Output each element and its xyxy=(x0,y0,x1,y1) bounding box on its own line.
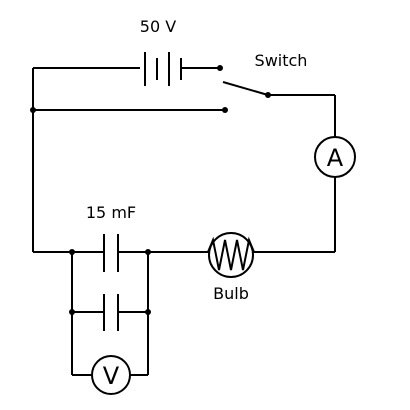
capacitance-label: 15 mF xyxy=(86,203,136,222)
bulb-circle xyxy=(208,232,254,278)
switch-lever xyxy=(222,81,269,96)
parallel-capacitor xyxy=(69,252,151,375)
junction-cap2-left xyxy=(69,309,75,315)
battery-voltage-label: 50 V xyxy=(140,17,176,36)
switch-contact-top xyxy=(217,65,223,71)
bulb-filament xyxy=(200,236,262,271)
bottom-branch xyxy=(33,234,200,272)
voltmeter-symbol: V xyxy=(103,362,120,390)
switch-contact-lower xyxy=(222,107,228,113)
switch-label: Switch xyxy=(255,51,308,70)
junction-cap2-right xyxy=(145,309,151,315)
switch-return-branch xyxy=(30,107,228,113)
bulb-label: Bulb xyxy=(213,284,249,303)
voltmeter-branch: V xyxy=(72,355,148,395)
switch[interactable] xyxy=(222,81,335,98)
battery-branch xyxy=(33,52,223,86)
ammeter-branch: A xyxy=(314,95,356,252)
ammeter-symbol: A xyxy=(327,144,344,172)
bulb xyxy=(200,232,335,278)
